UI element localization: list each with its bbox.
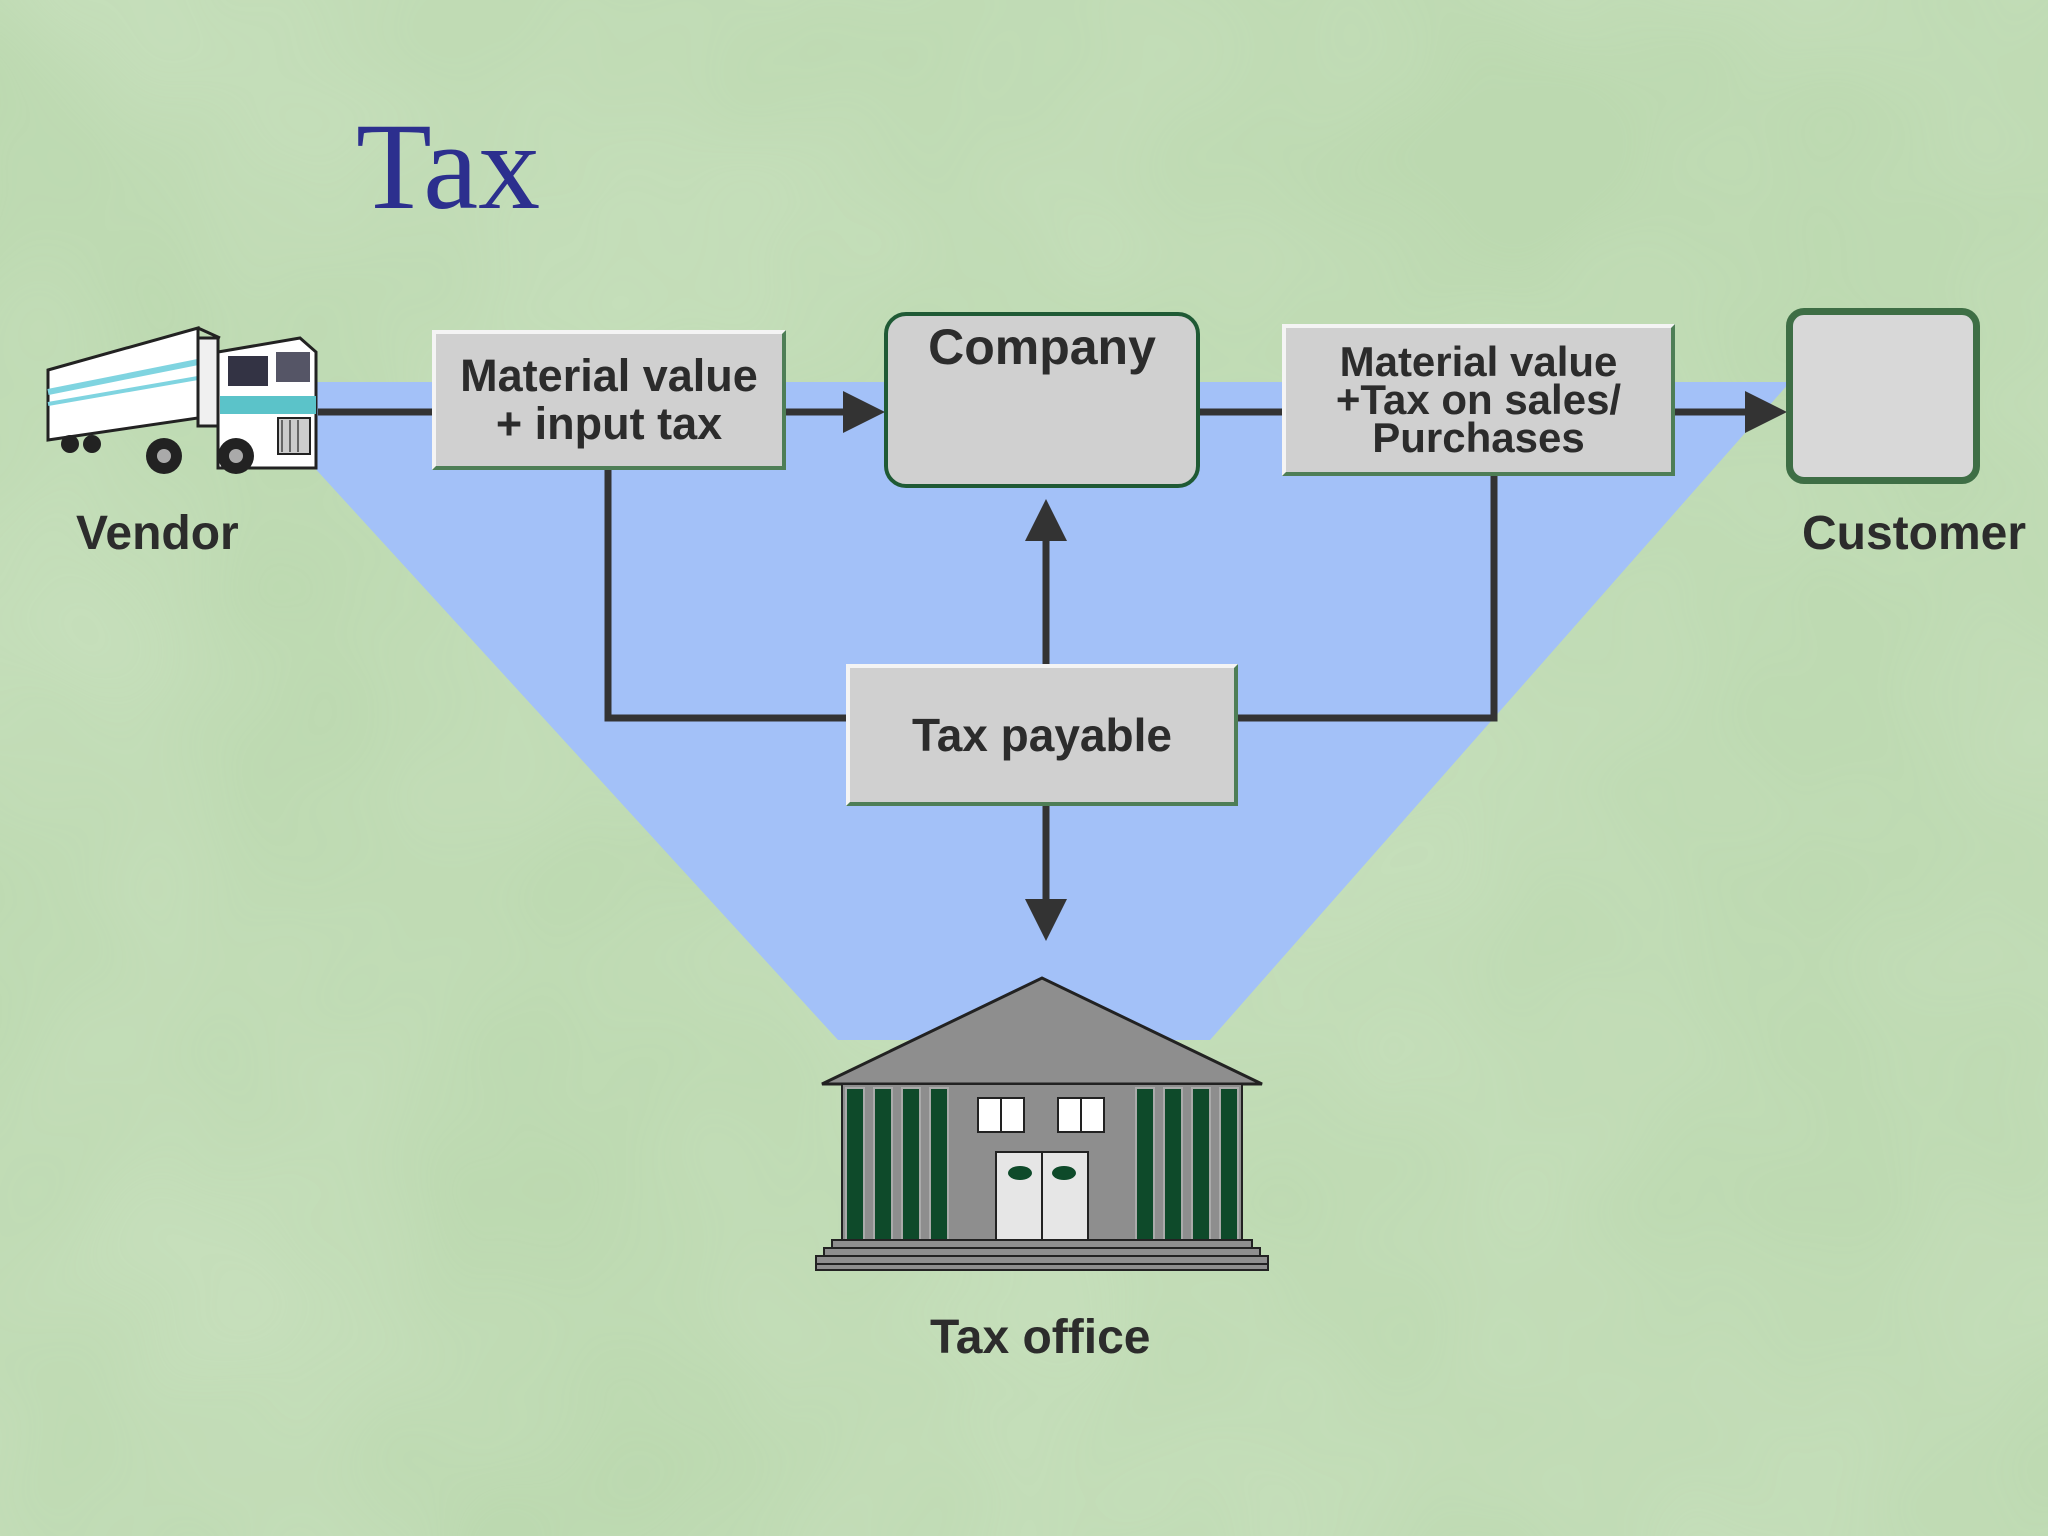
customer-label: Customer xyxy=(1802,507,2027,560)
sales-tax-line-2: +Tax on sales/ xyxy=(1335,376,1622,423)
sales-tax-line-3: Purchases xyxy=(1372,414,1585,461)
tax-payable-label: Tax payable xyxy=(912,709,1172,761)
customer-icon-frame xyxy=(1786,308,1980,484)
company-label: Company xyxy=(928,319,1156,375)
government-building-icon xyxy=(815,976,1269,1271)
sales-to-payable-line xyxy=(1238,476,1498,722)
tax-payable-box: Tax payable xyxy=(846,664,1238,806)
sales-tax-box: Material value +Tax on sales/ Purchases xyxy=(1282,324,1675,476)
input-tax-line-1: Material value xyxy=(460,350,758,401)
input-to-payable-line xyxy=(604,470,846,722)
connectors xyxy=(318,391,1787,941)
input-tax-box: Material value + input tax xyxy=(432,330,786,470)
vendor-label: Vendor xyxy=(76,507,239,560)
tax-office-label: Tax office xyxy=(930,1311,1151,1364)
company-box: Company xyxy=(884,312,1200,488)
sales-tax-line-1: Material value xyxy=(1339,338,1618,385)
input-tax-line-2: + input tax xyxy=(495,398,723,449)
page-title: Tax xyxy=(356,98,541,235)
truck-icon xyxy=(46,326,318,474)
